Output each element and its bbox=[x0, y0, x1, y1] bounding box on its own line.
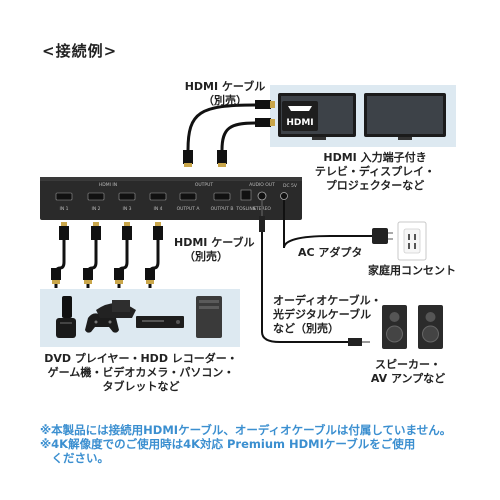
wall-outlet bbox=[397, 221, 427, 261]
output-port-1 bbox=[179, 192, 197, 201]
input-port-label-2: IN 2 bbox=[92, 206, 101, 212]
hdmi-badge-text: HDMI bbox=[286, 118, 313, 128]
hdmi-plug-top-2b bbox=[217, 150, 227, 164]
tv-2 bbox=[364, 93, 446, 140]
hdmi-cable-top-1 bbox=[186, 103, 256, 151]
game-console bbox=[96, 300, 136, 318]
ac-adapter-plug bbox=[372, 228, 388, 244]
hdmi-cable-top-label-2: （別売） bbox=[203, 94, 247, 107]
output-ports: OUTPUT A OUTPUT B bbox=[177, 192, 234, 212]
source-plug-bottom-tip-4 bbox=[146, 280, 154, 284]
dvd-player bbox=[136, 316, 184, 328]
input-port-4 bbox=[149, 192, 167, 201]
source-plug-bottom-tip-1 bbox=[52, 280, 60, 284]
source-hdmi-cables bbox=[51, 222, 163, 288]
hdmi-cable-top-2 bbox=[220, 121, 256, 151]
source-plug-bottom-tip-2 bbox=[84, 280, 92, 284]
hdmi-cable-mid-label: HDMI ケーブル （別売） bbox=[174, 236, 255, 264]
input-port-label-3: IN 3 bbox=[123, 206, 132, 212]
sources-label-1: DVD プレイヤー・HDD レコーダー・ bbox=[44, 352, 238, 365]
note-2: ※4K解像度でのご使用時は4K対応 Premium HDMIケーブルをご使用 bbox=[40, 437, 416, 451]
hdmi-plug-tip-top-2 bbox=[270, 119, 275, 126]
dc-label: DC 5V bbox=[283, 183, 298, 189]
source-plug-bottom-1 bbox=[51, 268, 61, 280]
audio-out-label: AUDIO OUT bbox=[249, 182, 275, 188]
audio-plug-top bbox=[259, 216, 265, 232]
sources-label-2: ゲーム機・ビデオカメラ・パソコン・ bbox=[47, 366, 235, 379]
speaker-label-2: AV アンプなど bbox=[370, 372, 446, 385]
hdmi-out-group-label: OUTPUT bbox=[195, 182, 214, 188]
sources-label: DVD プレイヤー・HDD レコーダー・ ゲーム機・ビデオカメラ・パソコン・ タ… bbox=[30, 352, 252, 394]
hdmi-plug-top-2 bbox=[255, 118, 271, 127]
speaker-left bbox=[382, 305, 407, 349]
stereo-jack bbox=[257, 191, 267, 201]
hdmi-in-group-label: HDMI IN bbox=[99, 182, 117, 188]
source-plug-1 bbox=[59, 226, 69, 240]
output-port-label-2: OUTPUT B bbox=[211, 206, 234, 212]
display-devices-label-1: HDMI 入力端子付き bbox=[323, 151, 427, 164]
input-port-3 bbox=[118, 192, 136, 201]
sources-label-3: タブレットなど bbox=[102, 380, 180, 393]
input-port-1 bbox=[55, 192, 73, 201]
audio-cable-label-2: 光デジタルケーブル bbox=[273, 308, 372, 321]
hdmi-cable-mid-label-2: （別売） bbox=[184, 250, 228, 263]
source-plug-tip-2 bbox=[93, 222, 99, 226]
page-title: <接続例> bbox=[42, 42, 118, 60]
hdmi-cable-top-label-1: HDMI ケーブル bbox=[184, 80, 266, 93]
audio-cable-label-1: オーディオケーブル・ bbox=[273, 294, 382, 307]
source-plug-2 bbox=[91, 226, 101, 240]
toslink-port bbox=[240, 189, 252, 201]
speaker-label: スピーカー・ AV アンプなど bbox=[358, 358, 458, 386]
input-ports: IN 1 IN 2 IN 3 IN 4 bbox=[55, 192, 167, 212]
output-port-label-1: OUTPUT A bbox=[177, 206, 201, 212]
source-plug-bottom-3 bbox=[114, 268, 124, 280]
pc-tower bbox=[196, 296, 222, 338]
game-controller bbox=[85, 313, 119, 333]
source-plug-4 bbox=[153, 226, 163, 240]
source-plug-tip-1 bbox=[61, 222, 67, 226]
outlet-label: 家庭用コンセント bbox=[368, 264, 456, 277]
toslink-label: TOSLINK bbox=[235, 206, 256, 212]
display-devices-label-3: プロジェクターなど bbox=[325, 179, 425, 192]
speaker-label-1: スピーカー・ bbox=[375, 358, 441, 371]
notes: ※本製品には接続用HDMIケーブル、オーディオケーブルは付属していません。 ※4… bbox=[40, 423, 451, 465]
input-port-label-1: IN 1 bbox=[60, 206, 69, 212]
source-plug-bottom-tip-3 bbox=[115, 280, 123, 284]
ac-adapter-label: AC アダプタ bbox=[298, 246, 363, 259]
hdmi-plug-top-1b bbox=[183, 150, 193, 164]
audio-cable-label-3: など（別売） bbox=[273, 322, 339, 335]
ac-adapter-cable bbox=[283, 200, 372, 249]
hdmi-logo: HDMI bbox=[282, 101, 318, 131]
source-plug-bottom-2 bbox=[83, 268, 93, 280]
hdmi-plug-top-1 bbox=[255, 100, 271, 109]
hdmi-plug-tip-top-2b bbox=[218, 163, 226, 167]
input-port-2 bbox=[87, 192, 105, 201]
dc-jack bbox=[280, 192, 288, 200]
audio-cable bbox=[261, 232, 348, 343]
source-plug-tip-4 bbox=[155, 222, 161, 226]
source-plug-bottom-4 bbox=[145, 268, 155, 280]
hdmi-plug-tip-top-1 bbox=[270, 101, 275, 108]
display-devices-label: HDMI 入力端子付き テレビ・ディスプレイ・ プロジェクターなど bbox=[300, 151, 450, 193]
hdmi-plug-tip-top-1b bbox=[184, 163, 192, 167]
speaker-right bbox=[418, 305, 443, 349]
note-1: ※本製品には接続用HDMIケーブル、オーディオケーブルは付属していません。 bbox=[40, 423, 452, 437]
audio-cable-label: オーディオケーブル・ 光デジタルケーブル など（別売） bbox=[273, 294, 382, 336]
source-plug-tip-3 bbox=[124, 222, 130, 226]
output-port-2 bbox=[213, 192, 231, 201]
hdmi-switch-device bbox=[40, 177, 302, 220]
audio-plug-end bbox=[348, 338, 362, 346]
streaming-stick bbox=[56, 296, 76, 338]
hdmi-cable-top-label: HDMI ケーブル （別売） bbox=[180, 80, 270, 108]
source-plug-3 bbox=[122, 226, 132, 240]
note-3: ください。 bbox=[40, 451, 109, 465]
display-devices-label-2: テレビ・ディスプレイ・ bbox=[314, 165, 436, 178]
hdmi-cable-mid-label-1: HDMI ケーブル bbox=[174, 236, 255, 249]
input-port-label-4: IN 4 bbox=[154, 206, 163, 212]
